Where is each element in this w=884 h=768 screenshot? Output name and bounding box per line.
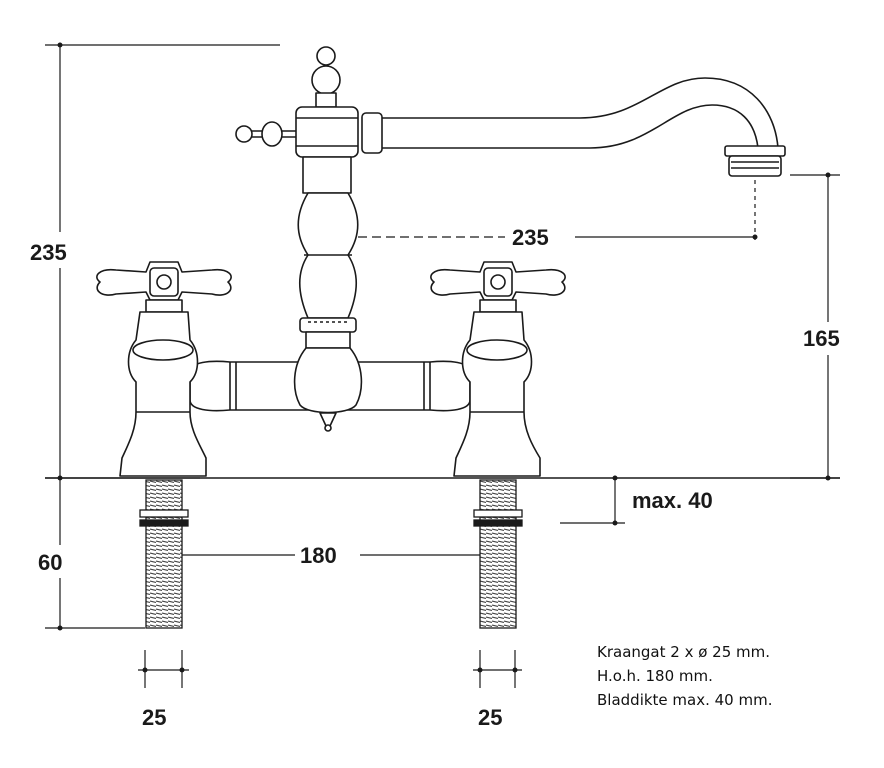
- outlet-height-label: 165: [803, 326, 840, 351]
- installation-notes: Kraangat 2 x ø 25 mm. H.o.h. 180 mm. Bla…: [597, 640, 867, 712]
- note-line: H.o.h. 180 mm.: [597, 667, 713, 685]
- overall-height-label: 235: [30, 240, 67, 265]
- right-tail-diameter-label: 25: [478, 705, 502, 730]
- note-line: Bladdikte max. 40 mm.: [597, 691, 773, 709]
- tail-length-label: 60: [38, 550, 62, 575]
- note-line: Kraangat 2 x ø 25 mm.: [597, 643, 771, 661]
- left-tail-diameter-label: 25: [142, 705, 166, 730]
- spout: [379, 77, 779, 149]
- centers-label: 180: [300, 543, 337, 568]
- faucet-outline: [96, 46, 786, 477]
- right-tail-pipe: [473, 479, 523, 629]
- spout-reach-label: 235: [512, 225, 549, 250]
- deck-thickness-label: max. 40: [632, 488, 713, 513]
- left-tail-pipe: [139, 479, 189, 629]
